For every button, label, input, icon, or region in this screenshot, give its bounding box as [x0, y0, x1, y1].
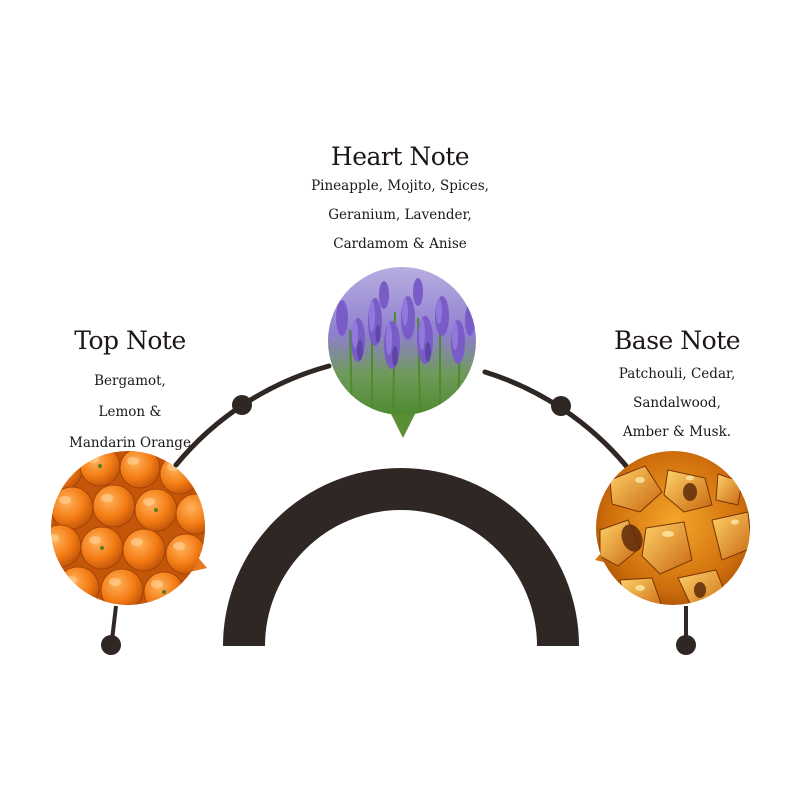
base-note-line: Amber & Musk. [622, 424, 732, 440]
base-note-ingredients: Patchouli, Cedar, Sandalwood, Amber & Mu… [587, 360, 767, 447]
heart-note-title: Heart Note [330, 142, 470, 171]
heart-note-line: Geranium, Lavender, [328, 207, 472, 223]
lavender-photo [328, 267, 476, 438]
oranges-photo [51, 451, 207, 605]
top-stem [101, 605, 121, 655]
amber-photo [595, 451, 750, 605]
heart-note-ingredients: Pineapple, Mojito, Spices, Geranium, Lav… [280, 172, 520, 259]
top-note-ingredients: Bergamot, Lemon & Mandarin Orange [40, 366, 220, 459]
top-note-title: Top Note [74, 326, 186, 355]
central-arch [223, 468, 579, 646]
top-note-line: Lemon & [98, 404, 162, 420]
base-note-line: Patchouli, Cedar, [618, 366, 736, 382]
base-note-line: Sandalwood, [633, 395, 721, 411]
arc-dot-right [551, 396, 571, 416]
base-stem [676, 606, 696, 655]
heart-note-line: Cardamom & Anise [333, 236, 467, 252]
top-note-line: Bergamot, [94, 373, 166, 389]
heart-note-line: Pineapple, Mojito, Spices, [311, 178, 489, 194]
arc-dot-left [232, 395, 252, 415]
base-note-title: Base Note [613, 326, 741, 355]
top-note-line: Mandarin Orange [69, 435, 191, 451]
